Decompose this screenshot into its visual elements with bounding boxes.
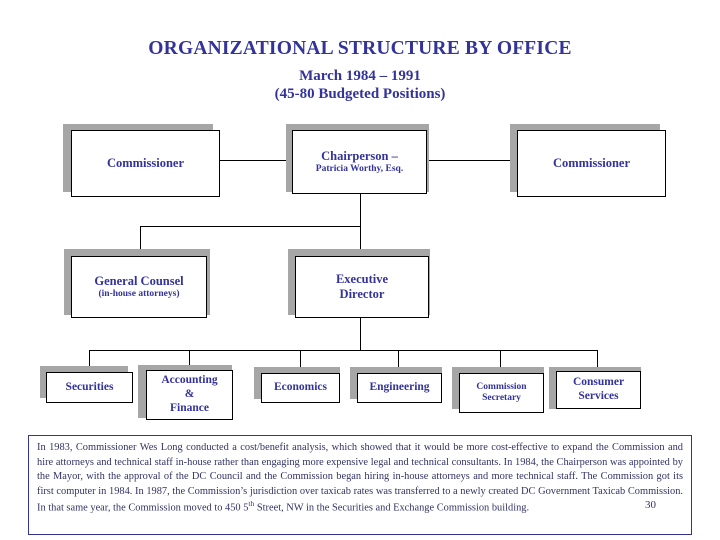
subtitle-date-range: March 1984 – 1991 <box>299 67 421 84</box>
node-consumer-services-line2: Services <box>578 390 619 402</box>
page-title: ORGANIZATIONAL STRUCTURE BY OFFICE <box>148 38 572 59</box>
node-general-counsel[interactable]: General Counsel (in-house attorneys) <box>71 256 207 318</box>
connector-executive-director-down <box>360 318 361 350</box>
node-commissioner-left-label: Commissioner <box>106 156 185 170</box>
connector-level3-bus <box>89 350 597 351</box>
node-accounting-finance[interactable]: Accounting & Finance <box>146 370 233 420</box>
node-commission-secretary-line1: Commission <box>476 381 527 392</box>
node-executive-director-line1: Executive <box>335 272 389 286</box>
node-executive-director[interactable]: Executive Director <box>295 256 429 318</box>
connector-chairperson-to-commissioner-right <box>427 160 517 161</box>
node-consumer-services-line1: Consumer <box>572 376 625 389</box>
connector-drop-executive-director <box>360 226 361 256</box>
node-consumer-services[interactable]: Consumer Services <box>556 371 641 409</box>
node-engineering-label: Engineering <box>369 381 430 394</box>
title-block: ORGANIZATIONAL STRUCTURE BY OFFICE March… <box>0 38 720 103</box>
node-executive-director-line2: Director <box>339 287 385 301</box>
node-accounting-finance-line2: & <box>184 388 195 401</box>
node-securities-label: Securities <box>65 380 114 393</box>
connector-drop-accounting-finance <box>189 350 190 372</box>
connector-chairperson-down <box>360 193 361 226</box>
node-accounting-finance-line1: Accounting <box>161 374 218 387</box>
ordinal-suffix: th <box>248 499 255 509</box>
node-general-counsel-title: General Counsel <box>94 273 184 288</box>
connector-level2-bus <box>140 226 361 227</box>
page-number: 30 <box>645 499 656 511</box>
org-chart: Commissioner Chairperson – Patricia Wort… <box>40 124 666 420</box>
node-economics-label: Economics <box>273 381 328 394</box>
historical-note-text-1: In 1983, Commissioner Wes Long conducted… <box>37 442 683 514</box>
node-commissioner-left[interactable]: Commissioner <box>71 130 220 197</box>
connector-drop-securities <box>89 350 90 372</box>
historical-note-text-2: Street, NW in the Securities and Exchang… <box>254 502 530 514</box>
node-commissioner-right[interactable]: Commissioner <box>517 130 666 197</box>
node-accounting-finance-line3: Finance <box>170 401 209 414</box>
connector-drop-commission-secretary <box>500 350 501 372</box>
node-chairperson-name: Patricia Worthy, Esq. <box>315 163 404 174</box>
connector-drop-general-counsel <box>140 226 141 256</box>
node-economics[interactable]: Economics <box>261 373 340 403</box>
historical-note-block: In 1983, Commissioner Wes Long conducted… <box>28 435 692 535</box>
node-commission-secretary-line2: Secretary <box>482 393 521 403</box>
connector-commissioner-left-to-chairperson <box>219 160 291 161</box>
node-chairperson-title: Chairperson – <box>321 148 398 163</box>
connector-drop-engineering <box>398 350 399 372</box>
node-chairperson[interactable]: Chairperson – Patricia Worthy, Esq. <box>292 130 427 194</box>
connector-drop-consumer-services <box>597 350 598 372</box>
node-securities[interactable]: Securities <box>46 372 133 403</box>
node-general-counsel-subtitle: (in-house attorneys) <box>98 288 180 299</box>
node-commission-secretary[interactable]: Commission Secretary <box>459 373 544 413</box>
node-commissioner-right-label: Commissioner <box>552 156 631 170</box>
historical-note-paragraph: In 1983, Commissioner Wes Long conducted… <box>37 441 683 516</box>
connector-drop-economics <box>300 350 301 372</box>
subtitle-budgeted-positions: (45-80 Budgeted Positions) <box>274 86 446 103</box>
node-engineering[interactable]: Engineering <box>357 373 442 403</box>
